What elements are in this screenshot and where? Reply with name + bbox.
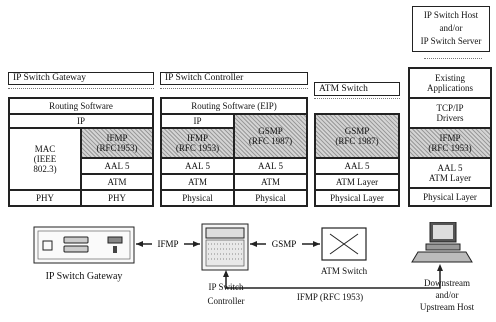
host-computer-icon <box>411 222 473 263</box>
controller-device-label-l1: IP Switch <box>208 282 244 292</box>
ifmp-arrow-right-icon <box>193 241 200 247</box>
device-diagram: IFMP GSMP <box>33 222 473 289</box>
host-ifmp: IFMP (RFC 1953) <box>409 128 491 158</box>
gateway-mac-l1: MAC <box>34 144 56 154</box>
host-device-label: Downstream and/or Upstream Host <box>402 278 492 312</box>
host-title-line2: and/or <box>439 23 463 33</box>
controller-physical-left: Physical <box>161 190 234 206</box>
gsmp-link-label: GSMP <box>272 239 297 249</box>
gateway-ifmp-l1: IFMP <box>106 133 128 143</box>
gateway-mac-l3: 802.3) <box>33 164 57 174</box>
ifmp-rfc-link-line <box>225 266 441 289</box>
host-existing-applications: Existing Applications <box>409 68 491 98</box>
gateway-ip: IP <box>9 114 153 128</box>
host-aal5-atm-layer: AAL 5 ATM Layer <box>409 158 491 188</box>
atm-switch-physical-layer: Physical Layer <box>315 190 399 206</box>
host-title-line1: IP Switch Host <box>423 10 479 20</box>
gateway-phy-left: PHY <box>9 190 81 206</box>
controller-gsmp-l2: (RFC 1987) <box>248 136 293 146</box>
controller-header: IP Switch Controller <box>160 72 308 85</box>
host-device-label-l1: Downstream <box>424 278 470 288</box>
host-aal5-l1: AAL 5 <box>437 163 463 173</box>
gateway-device-label: IP Switch Gateway <box>45 271 123 282</box>
atm-switch-gsmp: GSMP (RFC 1987) <box>315 114 399 158</box>
controller-ifmp: IFMP (RFC 1953) <box>161 128 234 158</box>
controller-physical-right: Physical <box>234 190 307 206</box>
host-stack: Existing Applications TCP/IP Drivers IFM… <box>408 67 492 207</box>
atm-switch-device-icon <box>321 227 367 261</box>
host-device-label-l3: Upstream Host <box>419 302 475 312</box>
gateway-header: IP Switch Gateway <box>8 72 154 85</box>
ifmp-rfc-arrow-up-icon <box>437 264 443 271</box>
host-aal5-l2: ATM Layer <box>428 173 472 183</box>
host-ifmp-l1: IFMP <box>439 133 461 143</box>
ifmp-rfc-link-label: IFMP (RFC 1953) <box>282 292 378 302</box>
controller-ip: IP <box>161 114 234 128</box>
host-existing-l2: Applications <box>427 83 473 93</box>
host-existing-l1: Existing <box>434 73 465 83</box>
gateway-routing-software: Routing Software <box>9 98 153 114</box>
gateway-header-dots <box>8 86 154 89</box>
controller-routing-software: Routing Software (EIP) <box>161 98 307 114</box>
gateway-aal5: AAL 5 <box>81 158 153 174</box>
controller-gsmp-l1: GSMP <box>258 126 283 136</box>
controller-device-label-l2: Controller <box>207 296 245 306</box>
controller-device-label: IP Switch Controller <box>195 282 257 306</box>
controller-atm-left: ATM <box>161 174 234 190</box>
host-tcpip-l1: TCP/IP <box>436 103 464 113</box>
gsmp-arrow-left-icon <box>250 241 257 247</box>
host-title-box: IP Switch Host and/or IP Switch Server <box>412 6 490 52</box>
atm-switch-header: ATM Switch <box>314 82 400 96</box>
host-tcpip-drivers: TCP/IP Drivers <box>409 98 491 128</box>
controller-header-dots <box>160 86 308 89</box>
ifmp-arrow-left-icon <box>136 241 143 247</box>
host-ifmp-l2: (RFC 1953) <box>428 143 472 153</box>
host-title-line3: IP Switch Server <box>420 36 482 46</box>
controller-aal5-left: AAL 5 <box>161 158 234 174</box>
gateway-ifmp-l2: (RFC1953) <box>96 143 138 153</box>
gateway-phy-right: PHY <box>81 190 153 206</box>
atm-switch-aal5: AAL 5 <box>315 158 399 174</box>
controller-gsmp: GSMP (RFC 1987) <box>234 114 307 158</box>
controller-aal5-right: AAL 5 <box>234 158 307 174</box>
gsmp-arrow-right-icon <box>313 241 320 247</box>
controller-ifmp-l1: IFMP <box>186 133 208 143</box>
controller-atm-right: ATM <box>234 174 307 190</box>
ifmp-rfc-arrow-controller-icon <box>223 270 229 277</box>
host-tcpip-l2: Drivers <box>436 113 464 123</box>
host-device-label-l2: and/or <box>435 290 459 300</box>
host-title-dots <box>424 56 482 59</box>
gateway-ifmp: IFMP (RFC1953) <box>81 128 153 158</box>
atm-switch-gsmp-l1: GSMP <box>344 126 370 136</box>
gateway-mac-l2: (IEEE <box>33 154 57 164</box>
ifmp-link-label: IFMP <box>157 239 178 249</box>
controller-ifmp-l2: (RFC 1953) <box>175 143 220 153</box>
atm-switch-gsmp-l2: (RFC 1987) <box>335 136 379 146</box>
gateway-device-icon <box>33 226 135 264</box>
atm-switch-stack: GSMP (RFC 1987) AAL 5 ATM Layer Physical… <box>314 113 400 207</box>
atm-switch-header-dots <box>314 96 400 99</box>
controller-stack: Routing Software (EIP) IP IFMP (RFC 1953… <box>160 97 308 207</box>
controller-device-icon <box>201 223 249 271</box>
atm-switch-atm-layer: ATM Layer <box>315 174 399 190</box>
atm-switch-device-label: ATM Switch <box>320 266 368 276</box>
gateway-mac: MAC (IEEE 802.3) <box>9 128 81 190</box>
host-physical-layer: Physical Layer <box>409 188 491 206</box>
gateway-atm: ATM <box>81 174 153 190</box>
gateway-stack: Routing Software IP MAC (IEEE 802.3) IFM… <box>8 97 154 207</box>
